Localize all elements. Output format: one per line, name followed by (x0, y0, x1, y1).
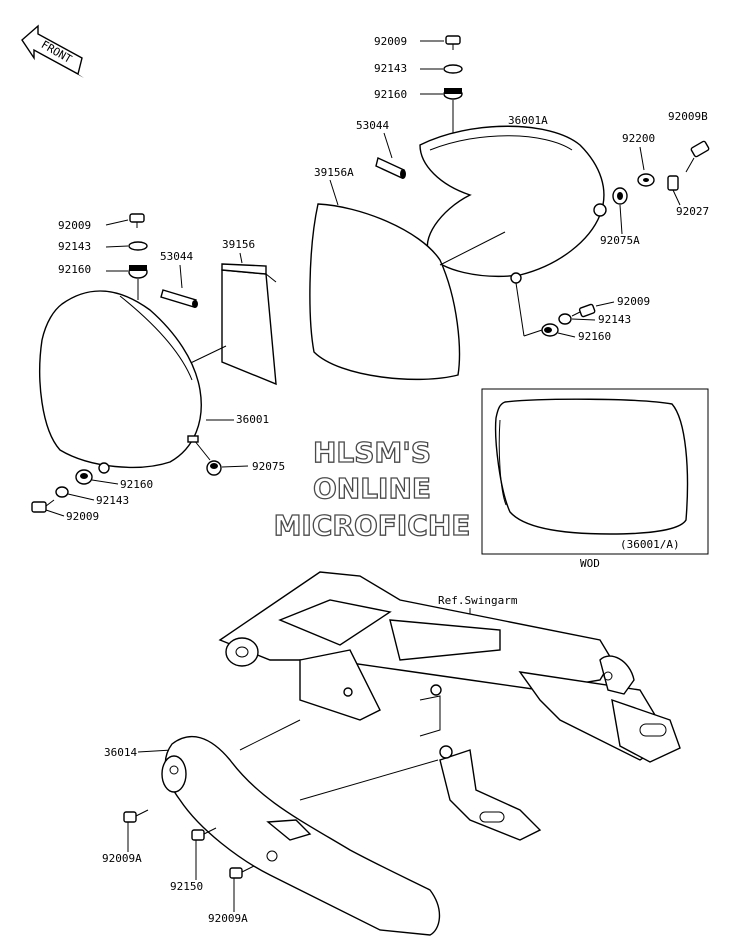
label-92009A-2: 92009A (208, 912, 248, 925)
bolt-icon (571, 303, 596, 318)
label-36001: 36001 (236, 413, 269, 426)
label-92143-top-left: 92143 (58, 240, 91, 253)
label-39156: 39156 (222, 238, 255, 251)
bolt-icon (229, 865, 255, 879)
label-92009B: 92009B (668, 110, 708, 123)
label-92143-low-left: 92143 (96, 494, 129, 507)
grommet-icon (443, 88, 463, 100)
tube-icon (375, 157, 406, 179)
washer-icon (128, 241, 148, 251)
label-92160-top-right: 92160 (374, 88, 407, 101)
label-53044-left: 53044 (160, 250, 193, 263)
inset-part-label: (36001/A) (620, 538, 680, 551)
swingarm-ref-label: Ref.Swingarm (438, 594, 518, 607)
label-92009A-1: 92009A (102, 852, 142, 865)
bolt-icon (191, 827, 217, 841)
label-92075A: 92075A (600, 234, 640, 247)
label-92009-low-left: 92009 (66, 510, 99, 523)
inset-box: (36001/A) (481, 388, 709, 555)
bolt-icon (685, 140, 710, 173)
bolt-icon (445, 35, 461, 50)
side-cover-left-icon (39, 290, 202, 474)
grommet-icon (128, 265, 148, 279)
side-cover-right-icon (419, 125, 607, 284)
inset-caption: WOD (580, 557, 600, 570)
grommet-icon (187, 435, 222, 476)
chain-guard-icon (161, 735, 542, 936)
washer-icon (443, 64, 463, 74)
watermark-line-1: HLSM'S (313, 436, 431, 469)
label-92200: 92200 (622, 132, 655, 145)
filter-pad-left-icon (221, 263, 277, 386)
filter-pad-right-icon (309, 203, 461, 381)
grommet-icon (541, 323, 559, 337)
label-53044-right: 53044 (356, 119, 389, 132)
washer-icon (558, 313, 572, 325)
label-36014: 36014 (104, 746, 137, 759)
grommet-icon (612, 187, 628, 205)
collar-icon (637, 173, 655, 187)
watermark-line-2: ONLINE (313, 472, 431, 505)
tube-icon (160, 289, 198, 308)
grommet-icon (75, 469, 93, 485)
washer-icon (55, 486, 69, 498)
label-39156A: 39156A (314, 166, 354, 179)
watermark-line-3: MICROFICHE (274, 509, 471, 542)
bolt-icon (129, 213, 145, 228)
bolt-icon (123, 809, 149, 823)
label-92009-top-right: 92009 (374, 35, 407, 48)
label-92150: 92150 (170, 880, 203, 893)
label-92143-top-right: 92143 (374, 62, 407, 75)
front-arrow-icon: FRONT (21, 24, 84, 78)
label-92143-low-right: 92143 (598, 313, 631, 326)
label-92160-top-left: 92160 (58, 263, 91, 276)
label-92160-low-left: 92160 (120, 478, 153, 491)
label-92075: 92075 (252, 460, 285, 473)
label-92160-low-right: 92160 (578, 330, 611, 343)
spacer-icon (667, 175, 679, 191)
bolt-icon (31, 499, 55, 513)
label-92009-low-right: 92009 (617, 295, 650, 308)
swingarm-icon (218, 571, 681, 763)
label-92009-top-left: 92009 (58, 219, 91, 232)
label-92027: 92027 (676, 205, 709, 218)
label-36001A: 36001A (508, 114, 548, 127)
